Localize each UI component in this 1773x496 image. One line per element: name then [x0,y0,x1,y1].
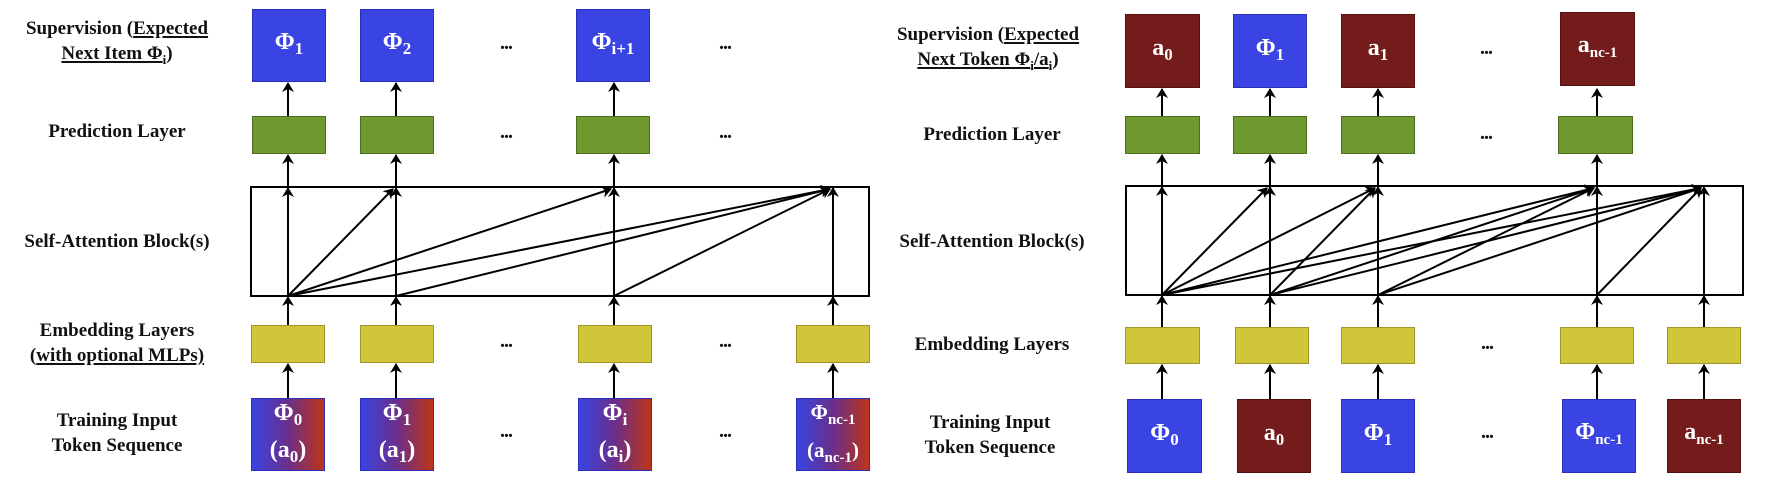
left-attention-block [250,186,870,297]
left-embedding-layer [360,325,434,363]
attention-edge [1377,186,1595,296]
ellipsis: ... [1481,421,1494,443]
right-attention-block [1125,185,1744,296]
right-supervision-token: anc-1 [1560,12,1635,86]
ellipsis: ... [1480,37,1493,59]
left-input-token: Φi (ai) [578,398,652,471]
right-supervision-token: a0 [1125,14,1200,88]
left-attention-edges [287,184,831,297]
right-prediction-layer [1558,116,1633,154]
attention-edge [1161,186,1376,296]
right-input-token: a0 [1237,399,1311,473]
right-prediction-layer [1341,116,1415,154]
right-embedding-layer [1235,327,1309,364]
ellipsis: ... [500,330,513,352]
attention-edge [1161,187,1268,296]
right-embedding-label: Embedding Layers [914,334,1070,355]
right-attention-label: Self-Attention Block(s) [899,231,1085,252]
ellipsis: ... [719,330,732,352]
left-embedding-layer [251,325,325,363]
attention-edge [613,187,831,297]
right-embedding-layer [1125,327,1200,364]
left-prediction-label: Prediction Layer [48,121,186,142]
ellipsis: ... [1480,122,1493,144]
ellipsis: ... [500,121,513,143]
left-input-token: Φnc-1 (anc-1) [796,398,870,471]
left-embedding-layer [578,325,652,363]
ellipsis: ... [719,420,732,442]
left-prediction-layer [576,116,650,154]
left-prediction-layer [360,116,434,154]
right-prediction-label: Prediction Layer [923,124,1061,145]
left-embedding-label: Embedding Layers (with optional MLPs) [29,320,205,366]
left-attention-label: Self-Attention Block(s) [24,231,210,252]
right-attention-edges [1161,183,1702,296]
ellipsis: ... [719,121,732,143]
right-embedding-layer [1560,327,1634,364]
vertical-flow-arrows [282,82,1710,399]
left-input-label: Training Input Token Sequence [51,410,183,456]
right-input-token: Φ1 [1341,399,1415,473]
right-supervision-label: Supervision (Expected Next Token Φi/ai) [896,24,1080,73]
left-input-token: Φ1 (a1) [360,398,434,471]
right-supervision-token: a1 [1341,14,1415,88]
ellipsis: ... [500,32,513,54]
attention-edge [287,188,394,297]
right-embedding-layer [1667,327,1741,364]
left-embedding-layer [796,325,870,363]
attention-edge [1377,185,1702,296]
right-input-token: anc-1 [1667,399,1741,473]
attention-edge [1596,187,1702,296]
attention-edge [1269,185,1595,296]
right-input-label: Training Input Token Sequence [924,412,1056,458]
attention-edge [287,184,831,297]
ellipsis: ... [719,32,732,54]
right-supervision-token: Φ1 [1233,14,1307,88]
ellipsis: ... [500,420,513,442]
right-embedding-layer [1341,327,1415,364]
attention-edge [1269,187,1376,296]
right-prediction-layer [1125,116,1200,154]
left-supervision-token: Φi+1 [576,9,650,82]
right-prediction-layer [1233,116,1307,154]
left-supervision-token: Φ2 [360,9,434,82]
attention-edge [287,186,612,297]
right-input-token: Φnc-1 [1562,399,1636,473]
left-supervision-label: Supervision (Expected Next Item Φi) [25,18,209,67]
ellipsis: ... [1481,332,1494,354]
left-prediction-layer [252,116,326,154]
right-input-token: Φ0 [1127,399,1202,473]
left-supervision-token: Φ1 [252,9,326,82]
left-input-token: Φ0 (a0) [251,398,325,471]
